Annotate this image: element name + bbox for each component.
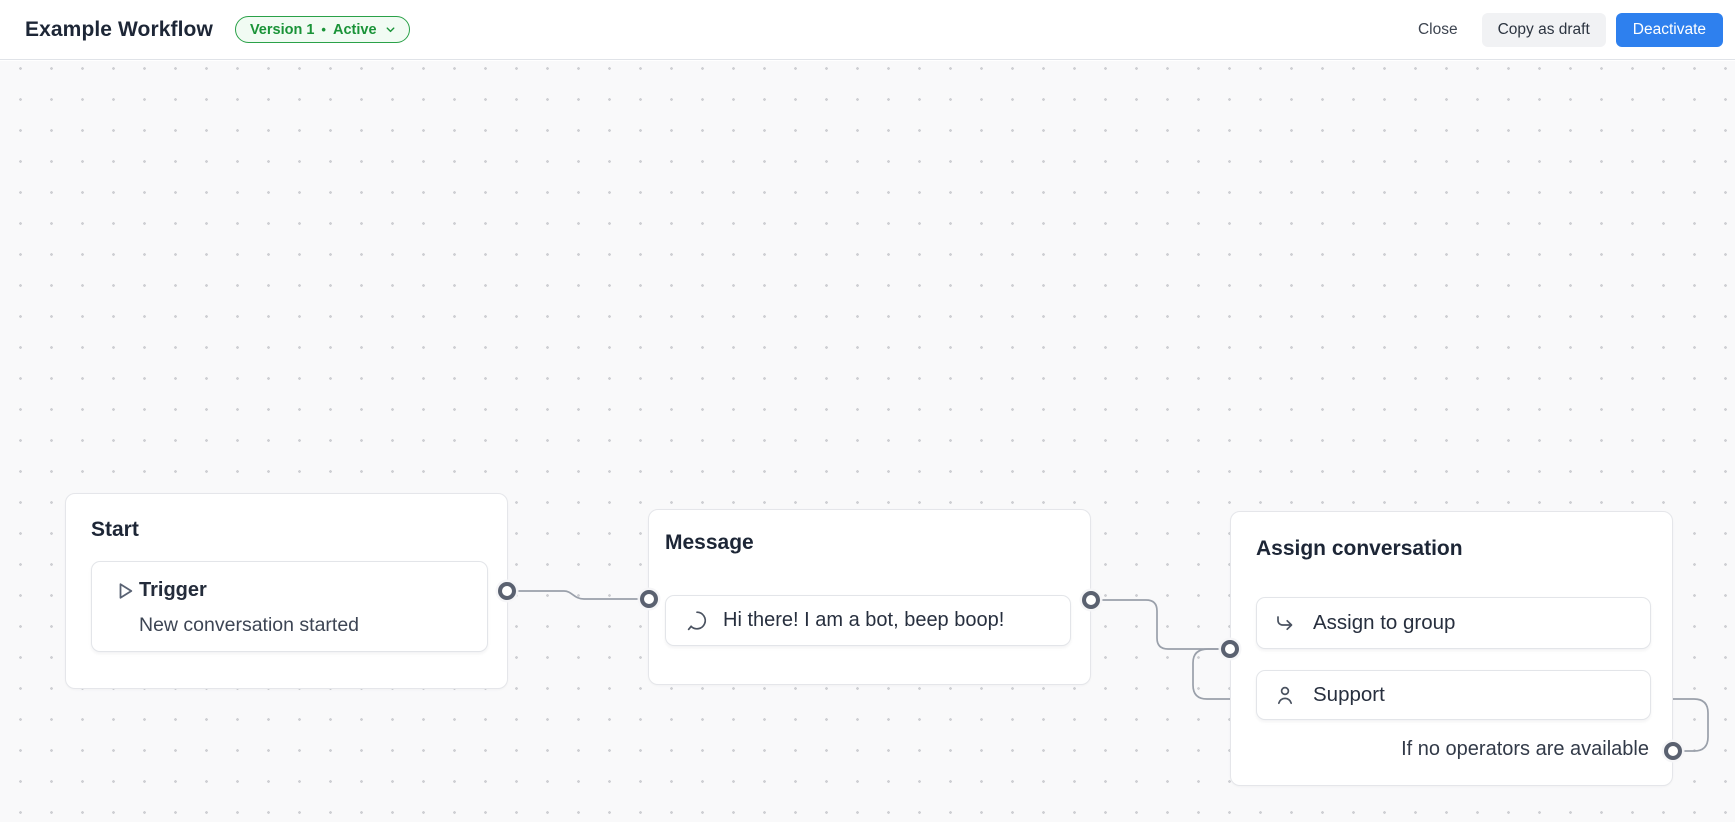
close-button[interactable]: Close [1408, 13, 1468, 47]
trigger-label: Trigger [139, 579, 207, 601]
connector-port-fallback-out[interactable] [1664, 742, 1682, 760]
assign-to-group-item[interactable]: Assign to group [1256, 597, 1651, 649]
chat-bubble-icon [685, 609, 709, 633]
node-start[interactable]: Start Trigger New conversation started [65, 493, 508, 689]
node-message[interactable]: Message Hi there! I am a bot, beep boop! [648, 509, 1091, 685]
badge-version-label: Version 1 [249, 21, 315, 38]
fallback-branch-label: If no operators are available [1401, 738, 1649, 760]
deactivate-button[interactable]: Deactivate [1615, 12, 1723, 47]
trigger-item[interactable]: Trigger New conversation started [91, 561, 488, 652]
header: Example Workflow Version 1 • Active Clos… [0, 0, 1735, 60]
person-icon [1273, 683, 1297, 707]
connector-port-message-in[interactable] [640, 590, 658, 608]
connector-port-message-out[interactable] [1082, 591, 1100, 609]
node-title: Assign conversation [1256, 537, 1463, 560]
page-title: Example Workflow [25, 17, 213, 41]
workflow-canvas[interactable]: Start Trigger New conversation started M… [0, 61, 1735, 822]
play-icon [113, 579, 137, 603]
node-assign-conversation[interactable]: Assign conversation Assign to group Supp… [1230, 511, 1673, 786]
message-text: Hi there! I am a bot, beep boop! [723, 609, 1005, 631]
assign-to-group-label: Assign to group [1313, 611, 1456, 634]
assign-to-group-icon [1273, 611, 1297, 635]
version-status-badge[interactable]: Version 1 • Active [234, 16, 410, 43]
edge-message-to-assign [1091, 599, 1230, 650]
support-group-item[interactable]: Support [1256, 670, 1651, 720]
chevron-down-icon [384, 23, 397, 36]
message-item[interactable]: Hi there! I am a bot, beep boop! [665, 595, 1071, 646]
node-title: Message [665, 531, 754, 554]
copy-as-draft-button[interactable]: Copy as draft [1481, 12, 1606, 47]
connector-port-assign-in[interactable] [1221, 640, 1239, 658]
trigger-sublabel: New conversation started [139, 614, 360, 636]
support-group-label: Support [1313, 683, 1385, 706]
badge-separator: • [321, 22, 326, 37]
connector-port-start-out[interactable] [498, 582, 516, 600]
node-title: Start [91, 518, 139, 541]
edge-start-to-message [507, 590, 649, 600]
badge-status-label: Active [332, 21, 377, 38]
